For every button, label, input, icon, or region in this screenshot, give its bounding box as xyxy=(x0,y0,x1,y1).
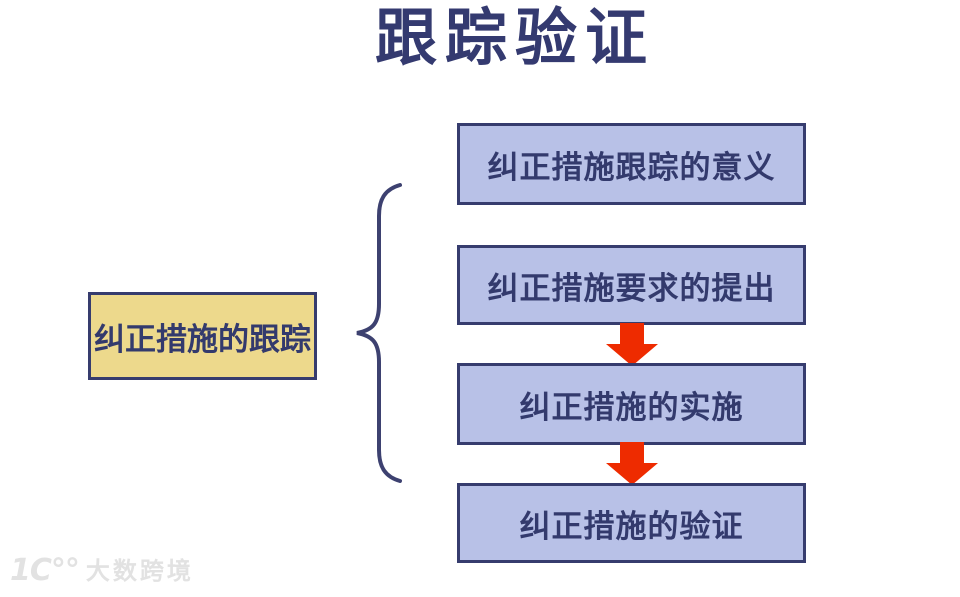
page-title: 跟踪验证 xyxy=(374,1,655,74)
watermark-brand-text: 大数跨境 xyxy=(85,557,194,585)
curly-brace xyxy=(356,183,402,483)
left-category-label: 纠正措施的跟踪 xyxy=(94,321,311,358)
watermark-logo-icon: 1C°° xyxy=(10,553,80,588)
flow-box-label: 纠正措施的验证 xyxy=(519,508,744,545)
flow-box-label: 纠正措施跟踪的意义 xyxy=(487,149,776,186)
left-category-box: 纠正措施的跟踪 xyxy=(88,292,317,380)
flow-box-verification: 纠正措施的验证 xyxy=(457,483,806,563)
flow-box-label: 纠正措施要求的提出 xyxy=(487,270,776,307)
flow-box-meaning: 纠正措施跟踪的意义 xyxy=(457,123,806,205)
flow-box-implementation: 纠正措施的实施 xyxy=(457,363,806,445)
down-arrow-icon xyxy=(606,442,658,485)
flow-box-label: 纠正措施的实施 xyxy=(519,389,744,426)
down-arrow-icon xyxy=(606,323,658,366)
flow-box-request: 纠正措施要求的提出 xyxy=(457,245,806,325)
watermark: 1C°° 大数跨境 xyxy=(10,556,194,586)
